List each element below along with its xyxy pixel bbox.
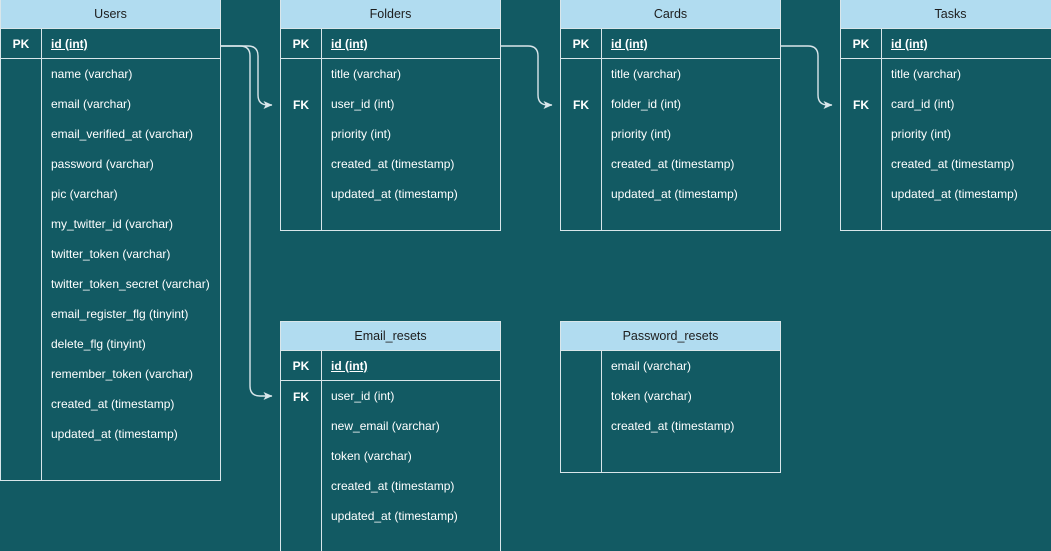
field-list-password-resets: email (varchar) token (varchar) created_… [601,351,780,441]
table-row[interactable]: created_at (timestamp) [51,397,175,411]
table-row[interactable]: token (varchar) [611,389,692,403]
field-name-id: id (int) [331,358,368,373]
field-name-id: id (int) [611,36,648,51]
entity-body-email-resets: PK id (int) FK user_id (int) new_email (… [281,351,500,551]
table-row[interactable]: title (varchar) [331,67,402,81]
table-row[interactable]: title (varchar) [611,67,682,81]
gutter-divider [321,29,322,231]
table-row[interactable]: email_register_flg (tinyint) [51,307,189,321]
table-row[interactable]: title (varchar) [891,67,962,81]
field-list-email-resets: user_id (int) new_email (varchar) token … [321,381,500,531]
table-row-pk[interactable]: PK id (int) [841,29,1051,59]
table-row[interactable]: email_verified_at (varchar) [51,127,194,141]
gutter-divider [321,351,322,551]
field-name-id: id (int) [891,36,928,51]
relationship-users-email-resets [221,45,273,400]
relationship-folders-cards [501,45,553,109]
field-name-id: id (int) [51,36,88,51]
table-row[interactable]: updated_at (timestamp) [891,187,1018,201]
entity-title-tasks: Tasks [841,0,1051,29]
gutter-divider [601,351,602,473]
table-row[interactable]: password (varchar) [51,157,154,171]
key-badge-pk: PK [292,358,310,373]
entity-body-cards: PK id (int) FK title (varchar) folder_id… [561,29,780,231]
key-badge-fk: FK [293,390,309,404]
table-row[interactable]: priority (int) [891,127,952,141]
table-row[interactable]: updated_at (timestamp) [51,427,178,441]
entity-table-cards[interactable]: Cards PK id (int) FK title (varchar) fol… [560,0,781,231]
key-badge-pk: PK [852,36,870,51]
table-row[interactable]: delete_flg (tinyint) [51,337,146,351]
entity-title-email-resets: Email_resets [281,322,500,351]
entity-table-email-resets[interactable]: Email_resets PK id (int) FK user_id (int… [280,321,501,551]
table-row[interactable]: email (varchar) [611,359,692,373]
table-row-pk[interactable]: PK id (int) [561,29,780,59]
table-row[interactable]: created_at (timestamp) [611,157,735,171]
field-name-id: id (int) [331,36,368,51]
entity-body-folders: PK id (int) FK title (varchar) user_id (… [281,29,500,231]
entity-table-folders[interactable]: Folders PK id (int) FK title (varchar) u… [280,0,501,231]
table-row[interactable]: user_id (int) [331,389,395,403]
gutter-divider [881,29,882,231]
table-row[interactable]: twitter_token (varchar) [51,247,171,261]
table-row[interactable]: priority (int) [611,127,672,141]
table-row-pk[interactable]: PK id (int) [1,29,220,59]
entity-table-tasks[interactable]: Tasks PK id (int) FK title (varchar) car… [840,0,1051,231]
field-list-folders: title (varchar) user_id (int) priority (… [321,59,500,209]
table-row[interactable]: folder_id (int) [611,97,682,111]
table-row[interactable]: card_id (int) [891,97,955,111]
table-row[interactable]: pic (varchar) [51,187,118,201]
table-row-pk[interactable]: PK id (int) [281,351,500,381]
key-badge-pk: PK [12,36,30,51]
table-row[interactable]: twitter_token_secret (varchar) [51,277,210,291]
table-row[interactable]: created_at (timestamp) [331,479,455,493]
field-list-tasks: title (varchar) card_id (int) priority (… [881,59,1051,209]
entity-table-password-resets[interactable]: Password_resets email (varchar) token (v… [560,321,781,473]
key-badge-fk: FK [573,98,589,112]
entity-body-password-resets: email (varchar) token (varchar) created_… [561,351,780,473]
table-row[interactable]: created_at (timestamp) [891,157,1015,171]
table-row[interactable]: new_email (varchar) [331,419,440,433]
table-row[interactable]: my_twitter_id (varchar) [51,217,174,231]
gutter-divider [41,29,42,481]
entity-body-users: PK id (int) name (varchar) email (varcha… [1,29,220,481]
entity-table-users[interactable]: Users PK id (int) name (varchar) email (… [0,0,221,481]
table-row[interactable]: email (varchar) [51,97,132,111]
field-list-cards: title (varchar) folder_id (int) priority… [601,59,780,209]
key-badge-fk: FK [853,98,869,112]
field-list-users: name (varchar) email (varchar) email_ver… [41,59,220,449]
table-row[interactable]: updated_at (timestamp) [331,187,458,201]
relationship-users-folders [221,45,273,109]
table-row[interactable]: user_id (int) [331,97,395,111]
table-row-pk[interactable]: PK id (int) [281,29,500,59]
key-badge-pk: PK [572,36,590,51]
table-row[interactable]: created_at (timestamp) [331,157,455,171]
table-row[interactable]: created_at (timestamp) [611,419,735,433]
table-row[interactable]: remember_token (varchar) [51,367,194,381]
table-row[interactable]: updated_at (timestamp) [611,187,738,201]
table-row[interactable]: name (varchar) [51,67,133,81]
table-row[interactable]: token (varchar) [331,449,412,463]
entity-title-users: Users [1,0,220,29]
gutter-divider [601,29,602,231]
table-row[interactable]: priority (int) [331,127,392,141]
entity-body-tasks: PK id (int) FK title (varchar) card_id (… [841,29,1051,231]
entity-title-cards: Cards [561,0,780,29]
table-row[interactable]: updated_at (timestamp) [331,509,458,523]
key-badge-fk: FK [293,98,309,112]
relationship-cards-tasks [781,45,833,109]
entity-title-folders: Folders [281,0,500,29]
key-badge-pk: PK [292,36,310,51]
entity-title-password-resets: Password_resets [561,322,780,351]
